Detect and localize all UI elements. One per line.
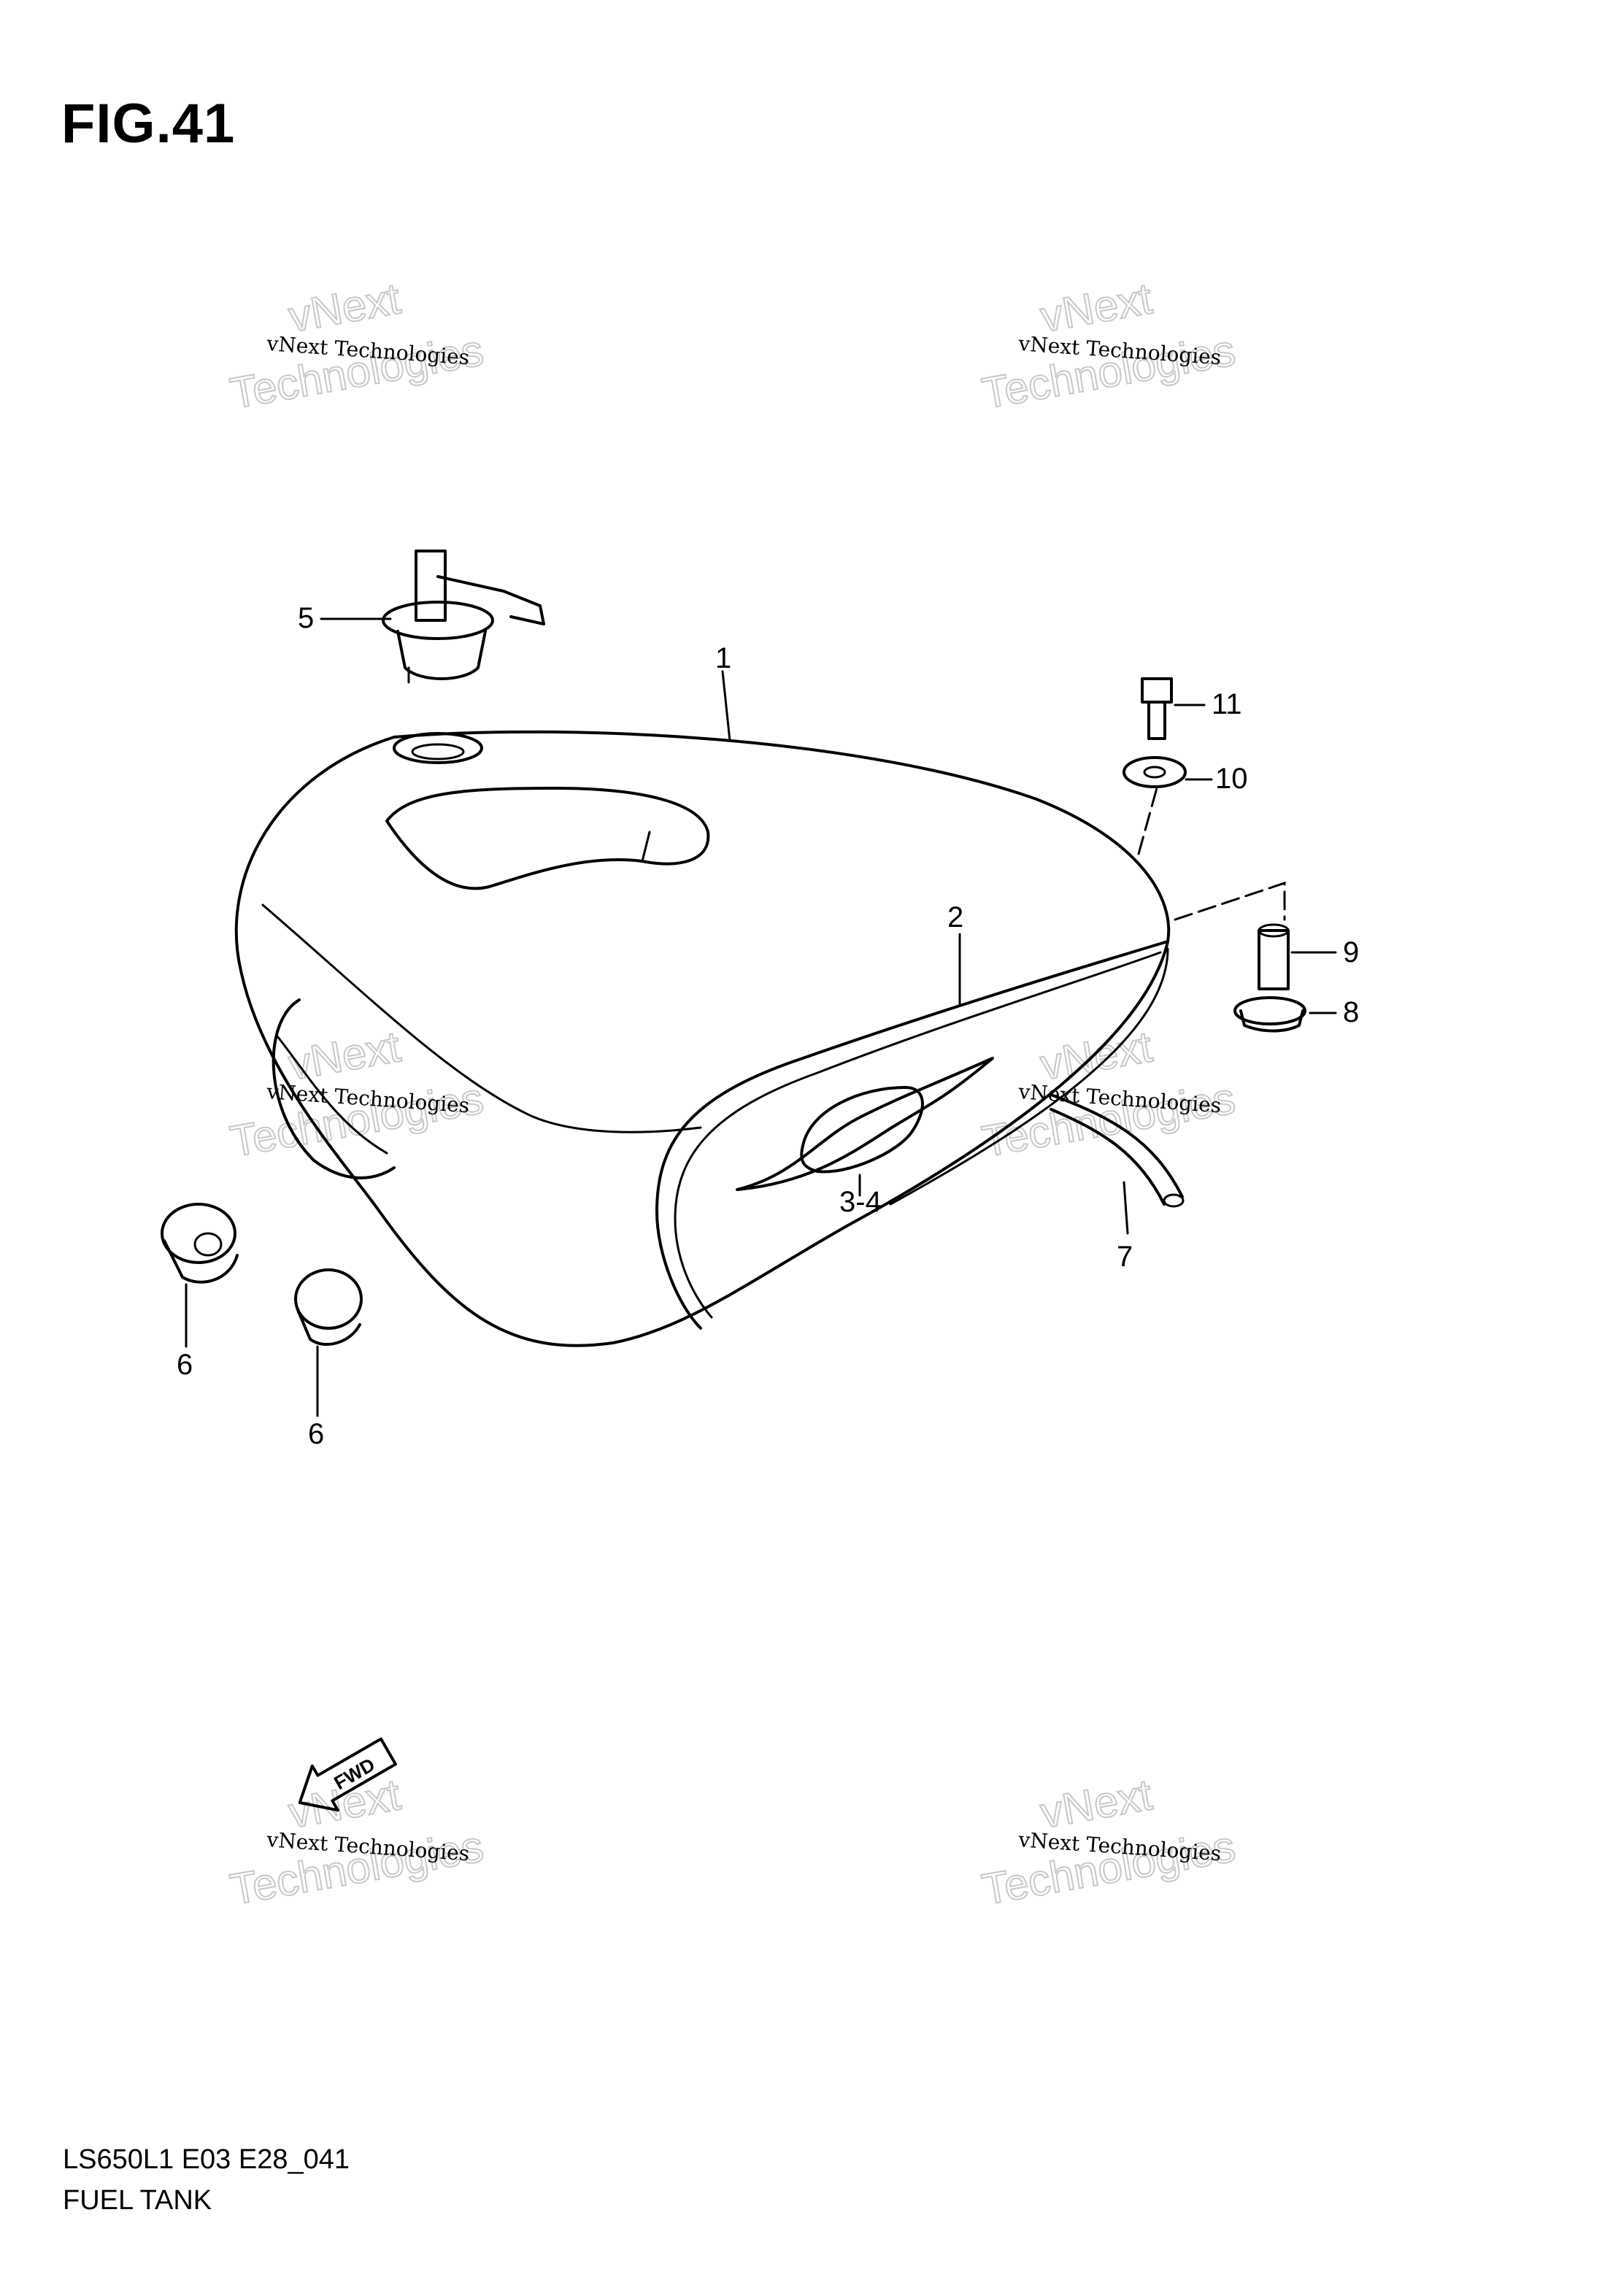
svg-text:vNext: vNext (285, 274, 404, 342)
callout-1: 1 (715, 642, 731, 674)
diagram-name: FUEL TANK (63, 2185, 212, 2216)
fuel-tank-body (234, 730, 1171, 1347)
svg-text:vNext: vNext (1037, 274, 1156, 342)
breather-hose (1050, 1093, 1185, 1208)
cushion-part8 (1233, 996, 1306, 1033)
callout-5: 5 (298, 602, 314, 634)
bolt-part11 (1141, 677, 1173, 740)
callout-6-left: 6 (177, 1349, 193, 1381)
leader-lines (185, 617, 1337, 1417)
callout-8: 8 (1343, 996, 1359, 1028)
svg-text:vNext: vNext (285, 1022, 404, 1090)
svg-text:vNext: vNext (1037, 1022, 1156, 1090)
callout-3-4: 3-4 (839, 1186, 882, 1218)
fuel-cap (382, 550, 545, 684)
install-lines (1137, 787, 1286, 921)
callout-2: 2 (947, 901, 963, 933)
spacer-part9 (1258, 923, 1290, 990)
callout-6-right: 6 (308, 1418, 324, 1450)
diagram-code: LS650L1 E03 E28_041 (63, 2144, 350, 2175)
watermark-mid-left: vNext Technologies vNext Technologies (226, 1021, 488, 1167)
svg-text:vNext: vNext (1037, 1770, 1156, 1838)
callout-11: 11 (1212, 688, 1242, 720)
callout-10: 10 (1215, 763, 1248, 795)
watermark-bottom-left: vNext Technologies vNext Technologies (226, 1769, 488, 1915)
figure-title: FIG.41 (61, 93, 236, 155)
callout-7: 7 (1117, 1241, 1133, 1273)
watermark-top-left: vNext Technologies vNext Technologies (226, 273, 488, 419)
washer-part10 (1123, 756, 1187, 788)
tank-emblem (736, 1057, 994, 1191)
callout-9: 9 (1343, 936, 1359, 968)
grommet-right (294, 1268, 363, 1347)
watermark-top-right: vNext Technologies vNext Technologies (978, 273, 1240, 419)
grommet-left (161, 1203, 239, 1284)
watermark-bottom-right: vNext Technologies vNext Technologies (978, 1769, 1240, 1915)
watermark-mid-right: vNext Technologies vNext Technologies (978, 1021, 1240, 1167)
